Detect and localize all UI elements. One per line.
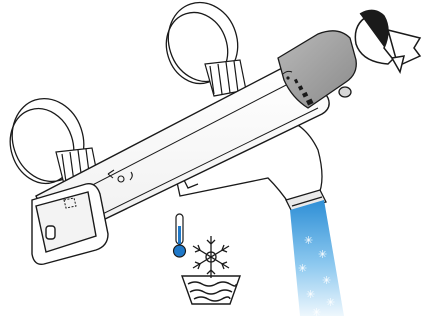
cold-thermometer-icon [174, 214, 186, 257]
svg-text:✳: ✳ [298, 262, 307, 275]
snowflake-icon [193, 236, 229, 278]
water-stream: ✳ ✳ ✳ ✳ ✳ ✳ ✳ [290, 200, 344, 319]
svg-text:✳: ✳ [326, 296, 335, 309]
svg-text:✳: ✳ [306, 288, 315, 301]
svg-text:✳: ✳ [304, 234, 313, 247]
svg-text:✳: ✳ [312, 306, 321, 319]
rotation-arrow-icon [355, 10, 420, 72]
svg-text:✳: ✳ [322, 274, 331, 287]
water-basin-icon [182, 276, 240, 304]
svg-text:✳: ✳ [318, 248, 327, 261]
